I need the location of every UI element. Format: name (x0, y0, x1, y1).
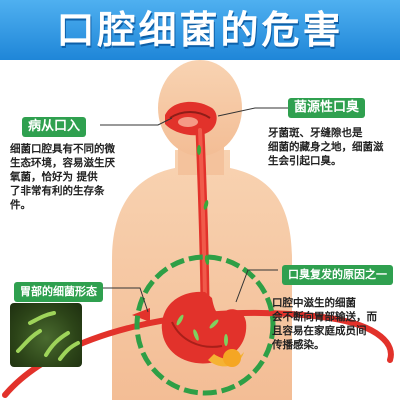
desc-bad-breath: 牙菌斑、牙缝隙也是 细菌的藏身之地，细菌滋 生会引起口臭。 (268, 127, 384, 167)
label-bad-breath: 菌源性口臭 (288, 98, 366, 118)
desc-recurrence: 口腔中滋生的细菌 会不断向胃部输送，而 且容易在家庭成员间 传播感染。 (272, 297, 377, 351)
title-bar (0, 0, 400, 60)
stomach-ring (134, 254, 276, 396)
label-recurrence: 口臭复发的原因之一 (282, 265, 393, 285)
bacteria-microscope-image (10, 303, 82, 367)
label-stomach-bacteria: 胃部的细菌形态 (14, 282, 103, 302)
stomach-icon (161, 291, 247, 367)
page-title: 口腔细菌的危害 (56, 8, 344, 52)
label-mouth-entry: 病从口入 (22, 117, 87, 137)
desc-mouth-entry: 细菌口腔具有不同的微 生态环境，容易滋生厌 氧菌，恰好为 提供 了非常有利的生存… (10, 143, 115, 211)
